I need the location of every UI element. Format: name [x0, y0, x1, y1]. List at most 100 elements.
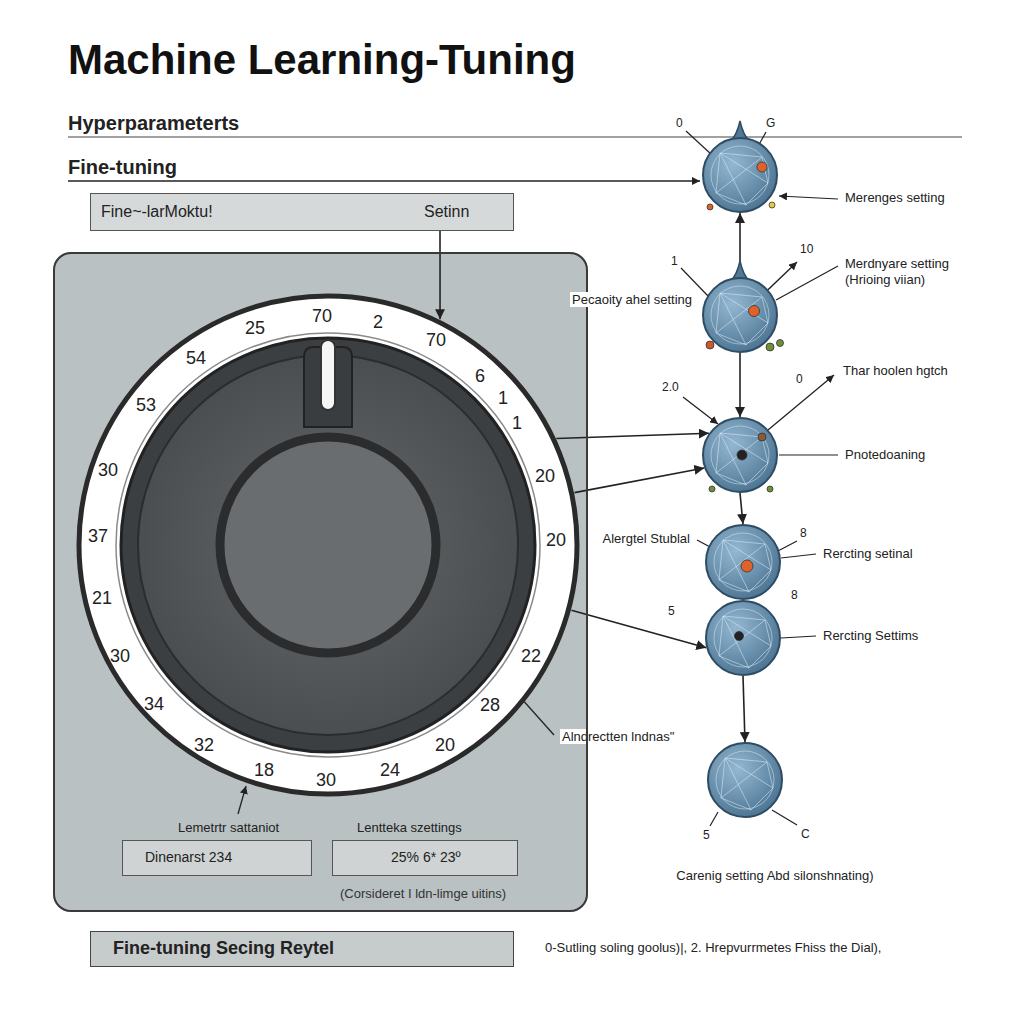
- value-box: Lentteka szettings25% 6* 23º: [332, 840, 518, 876]
- neuron-mesh: [716, 153, 768, 205]
- dial-number: 70: [426, 330, 446, 351]
- node-label: Merenges setting: [845, 190, 945, 205]
- neuron-mesh: [711, 286, 769, 344]
- dial-bezel: [121, 338, 535, 752]
- neuron-node: Rercting Settims: [705, 600, 781, 676]
- neuron-dot: [741, 560, 753, 572]
- neuron-mesh: [711, 426, 769, 484]
- box-heading: Lemetrtr sattaniot: [178, 820, 279, 835]
- dial-number: 30: [110, 646, 130, 667]
- neuron-mesh: [721, 758, 773, 810]
- leader-line: [781, 554, 816, 558]
- neuron-shape: [702, 417, 778, 493]
- neuron-dot: [758, 433, 766, 441]
- neuron-dot: [769, 202, 775, 208]
- neuron-mesh: [719, 616, 771, 668]
- box-value: 25% 6* 23º: [391, 841, 461, 874]
- dial-number: 28: [480, 695, 500, 716]
- node-label: Thar hoolen hgtch: [843, 363, 948, 378]
- neuron-shape: [705, 600, 781, 676]
- callout-number: G: [766, 116, 775, 130]
- connector-arrow: [743, 676, 745, 742]
- dial-number: 24: [380, 760, 400, 781]
- callout-number: 2.0: [662, 380, 679, 394]
- dial-number: 1: [512, 413, 522, 434]
- dial-number: 20: [546, 530, 566, 551]
- neuron-node: Pecaoity ahel settingMerdnyare setting (…: [702, 277, 778, 353]
- callout-label: Alndrectten lndnas": [560, 729, 676, 744]
- node-label: Pnotedoaning: [845, 447, 925, 462]
- box-label: Fine~-larMoktu!: [101, 194, 213, 229]
- callout-number: 5: [668, 604, 675, 618]
- neuron-mesh: [711, 146, 769, 204]
- callout-number: C: [801, 827, 810, 841]
- leader-line: [772, 810, 797, 825]
- node-label: Alergtel Stublal: [601, 531, 692, 546]
- neuron-group: [708, 743, 782, 817]
- result-box: Fine-tuning Secing Reytel: [90, 931, 514, 967]
- dial-number: 21: [92, 588, 112, 609]
- neuron-mesh: [716, 293, 768, 345]
- neuron-mesh: [719, 540, 771, 592]
- neuron-node: Merenges setting: [702, 137, 778, 213]
- leader-line: [779, 454, 838, 455]
- callout-number: 0: [676, 116, 683, 130]
- neuron-dot: [735, 632, 744, 641]
- neuron-shape: [705, 524, 781, 600]
- node-label: Rercting setinal: [823, 546, 913, 561]
- callout-number: 1: [671, 254, 678, 268]
- diagram-title: Machine Learning-Tuning: [68, 36, 576, 84]
- dial-knob: [220, 437, 436, 653]
- dial-number: 30: [316, 770, 336, 791]
- box-label: Setinn: [424, 194, 469, 229]
- connector-arrow: [439, 231, 441, 319]
- dial-number: 53: [136, 395, 156, 416]
- leader-line: [710, 812, 718, 826]
- neuron-dot: [709, 486, 715, 492]
- connector-arrow: [556, 433, 708, 438]
- neuron-body: [703, 138, 777, 212]
- dial-number: 30: [98, 460, 118, 481]
- dial-inner-rim: [116, 333, 540, 757]
- dial-number: 25: [245, 318, 265, 339]
- callout-number: 0: [796, 372, 803, 386]
- dial-number: 1: [498, 388, 508, 409]
- connector-arrow: [574, 468, 704, 493]
- neuron-body: [708, 743, 782, 817]
- neuron-shape: [702, 137, 778, 213]
- neuron-body: [703, 418, 777, 492]
- dial-number: 70: [312, 306, 332, 327]
- dial-number: 22: [521, 646, 541, 667]
- node-caption: Carenig setting Abd silonshnating): [676, 868, 873, 883]
- neuron-mesh: [716, 433, 768, 485]
- connector-arrow: [571, 610, 706, 648]
- callout-number: 8: [800, 526, 807, 540]
- callout-number: 8: [791, 588, 798, 602]
- box-label: Fine-tuning Secing Reytel: [113, 932, 334, 965]
- node-label: Merdnyare setting (Hrioing viian): [845, 256, 980, 287]
- dial-number: 37: [88, 526, 108, 547]
- leader-arrow: [238, 786, 246, 814]
- neuron-dot: [707, 204, 713, 210]
- leader-arrow: [68, 180, 700, 181]
- neuron-group: [706, 601, 780, 675]
- section-heading: Fine-tuning: [68, 156, 177, 179]
- box-value: Dinenarst 234: [145, 841, 232, 874]
- node-label: Rercting Settims: [823, 628, 918, 643]
- dial-number: 54: [186, 348, 206, 369]
- footnote: 0-Sutling soling goolus)|, 2. Hrepvurrme…: [545, 940, 881, 955]
- dial-number: 32: [194, 735, 214, 756]
- dial-number: 6: [475, 366, 485, 387]
- neuron-group: [703, 261, 784, 352]
- section-heading: Hyperparameterts: [68, 112, 239, 135]
- dial-number: 20: [535, 466, 555, 487]
- panel-fill: [53, 252, 588, 912]
- dial-shape: [76, 293, 580, 797]
- neuron-dot: [777, 340, 784, 347]
- dial-group: [79, 296, 577, 794]
- dial-number: 2: [373, 312, 383, 333]
- callout-number: 5: [703, 828, 710, 842]
- box-heading: Lentteka szettings: [357, 820, 462, 835]
- leader-line: [781, 636, 816, 638]
